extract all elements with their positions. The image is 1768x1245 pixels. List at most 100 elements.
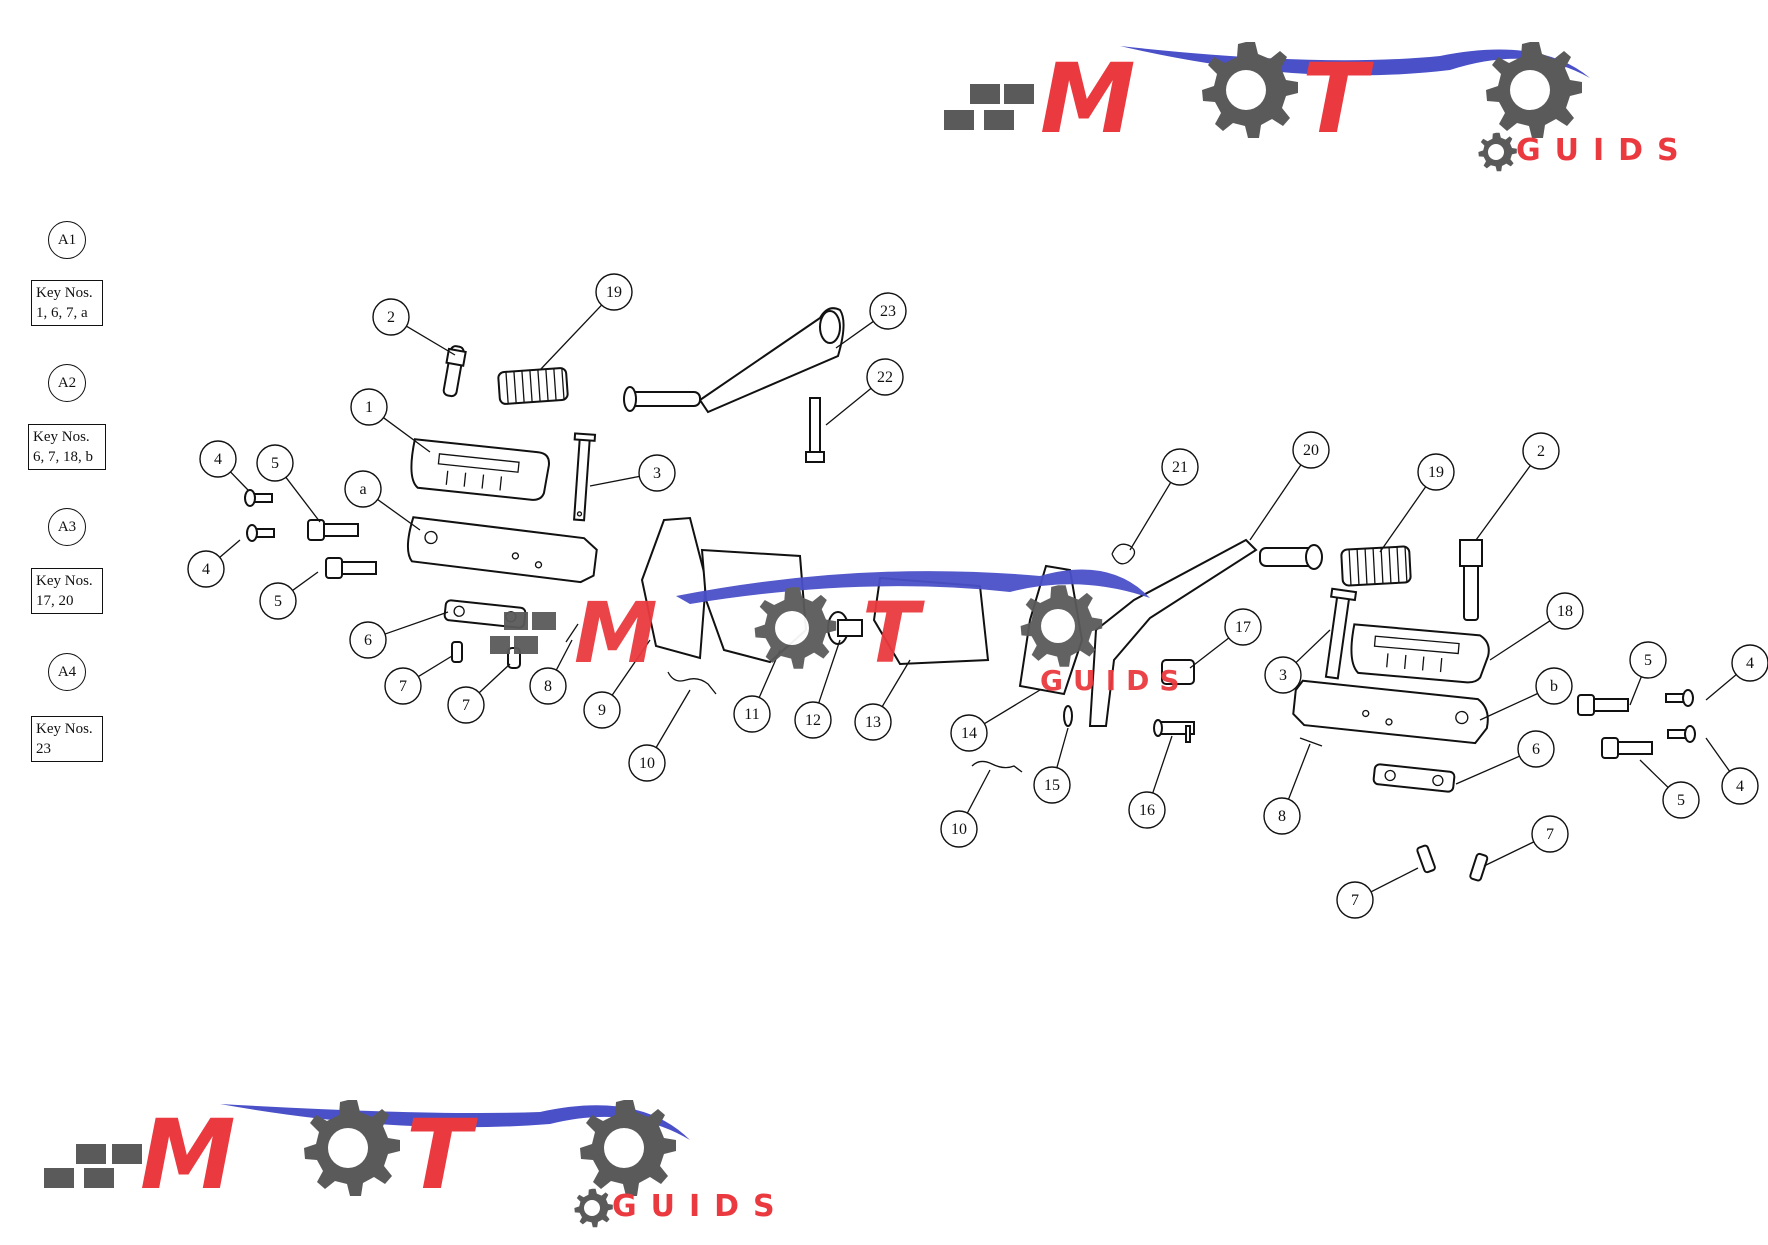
logo-bottom-brand: M <box>140 1099 236 1211</box>
callout-circle <box>950 714 988 752</box>
leader-line <box>984 689 1041 725</box>
callout-label: 5 <box>1644 652 1652 669</box>
callout-c15: 15 <box>1033 727 1071 804</box>
leader-line <box>1455 755 1520 785</box>
callout-c5a: 5 <box>256 444 321 523</box>
stud-part-2-right <box>1459 539 1483 621</box>
callout-circle <box>447 686 485 724</box>
callout-circle <box>1336 881 1374 919</box>
legend-keys-list: 17, 20 <box>36 593 74 609</box>
leader-line <box>1295 629 1331 664</box>
callout-circle <box>854 703 892 741</box>
callout-label: 19 <box>1428 464 1444 481</box>
rivet-part-4-left-a <box>244 489 273 507</box>
spring-part-10-right <box>971 760 1023 773</box>
callout-circle <box>259 582 297 620</box>
gear-lever-part-23 <box>623 307 845 414</box>
rivet-part-4-right-b <box>1667 725 1696 743</box>
footrest-hanger-part-b <box>1292 679 1489 745</box>
footrest-rubber-part-1 <box>410 438 550 501</box>
logo-top-subtitle: GUIDS <box>1516 133 1693 168</box>
leader-line <box>1152 735 1173 794</box>
callout-c17: 17 <box>1189 608 1262 669</box>
callout-c9: 9 <box>583 639 651 729</box>
callout-circle <box>529 667 567 705</box>
logo-bottom-left: M T GUIDS <box>44 1099 775 1228</box>
watermark-center-brand: M <box>574 584 658 682</box>
leader-line <box>1189 637 1230 669</box>
callout-c12: 12 <box>794 639 841 739</box>
callout-circle <box>1662 781 1700 819</box>
callout-label: 13 <box>865 714 881 731</box>
callout-label: 17 <box>1235 619 1251 636</box>
brake-lever-part-20 <box>1088 538 1323 727</box>
callout-c5d: 5 <box>1639 759 1700 819</box>
leader-line <box>478 663 511 694</box>
leader-line <box>418 655 453 678</box>
callout-c3a: 3 <box>589 454 676 492</box>
callout-label: 4 <box>214 451 222 468</box>
legend-ref-a1: A1 <box>48 221 86 259</box>
leader-line <box>377 498 421 531</box>
callout-c7a: 7 <box>384 655 453 705</box>
leader-line <box>1705 674 1737 701</box>
callout-label: 5 <box>1677 792 1685 809</box>
callout-circle <box>869 292 907 330</box>
callout-circle <box>1535 667 1573 705</box>
callout-label: 9 <box>598 702 606 719</box>
callout-label: 3 <box>1279 667 1287 684</box>
callout-circle <box>1417 453 1455 491</box>
legend-keys-title: Key Nos. <box>36 285 93 301</box>
leader-line <box>285 476 321 523</box>
callout-circle <box>1546 592 1584 630</box>
rivet-part-4-right-a <box>1665 689 1694 707</box>
leader-line <box>966 769 991 814</box>
spring-part-10-left <box>667 671 717 695</box>
callout-label: 6 <box>364 632 372 649</box>
stud-part-2-left <box>442 345 467 398</box>
callout-circle <box>1224 608 1262 646</box>
screw-part-7-right-b <box>1469 852 1489 882</box>
callout-label: 8 <box>544 678 552 695</box>
legend-keys-a4: Key Nos. 23 <box>31 716 103 762</box>
callout-label: 15 <box>1044 777 1060 794</box>
callout-c13: 13 <box>854 659 911 741</box>
callout-circle <box>1033 766 1071 804</box>
bolt-part-5-right-a <box>1577 694 1629 716</box>
callout-circle <box>1731 644 1768 682</box>
pin-part-16 <box>1153 719 1195 743</box>
callout-c2b: 2 <box>1475 432 1560 541</box>
leader-line <box>825 387 872 426</box>
leader-line <box>384 611 449 635</box>
bolt-part-5-left-b <box>325 557 377 579</box>
callout-label: 19 <box>606 284 622 301</box>
leader-line <box>589 475 640 487</box>
callout-c10a: 10 <box>628 689 691 782</box>
callout-label: 5 <box>271 455 279 472</box>
watermark-center: M T GUIDS <box>490 569 1180 697</box>
callout-circle <box>940 810 978 848</box>
callout-circle <box>372 298 410 336</box>
callout-c19b: 19 <box>1379 453 1455 553</box>
callout-c5c: 5 <box>1629 641 1667 706</box>
legend-keys-list: 1, 6, 7, a <box>36 305 88 321</box>
bolt-part-22 <box>805 397 825 463</box>
callout-label: 4 <box>1736 778 1744 795</box>
callout-circle <box>583 691 621 729</box>
callout-label: 23 <box>880 303 896 320</box>
callout-label: 6 <box>1532 741 1540 758</box>
legend-keys-a2: Key Nos. 6, 7, 18, b <box>28 424 106 470</box>
callout-label: 4 <box>1746 655 1754 672</box>
callout-label: 8 <box>1278 808 1286 825</box>
bolt-part-5-left-a <box>307 519 359 541</box>
callout-label: 2 <box>387 309 395 326</box>
footrest-hanger-part-a <box>406 516 598 584</box>
callout-label: 21 <box>1172 459 1188 476</box>
leader-line <box>383 417 431 453</box>
legend-keys-a1: Key Nos. 1, 6, 7, a <box>31 280 103 326</box>
leader-line <box>1629 676 1642 706</box>
callout-label: 2 <box>1537 443 1545 460</box>
callout-c8a: 8 <box>529 639 573 705</box>
split-pin-part-8-right <box>1299 737 1323 747</box>
callout-ca: a <box>344 470 421 531</box>
